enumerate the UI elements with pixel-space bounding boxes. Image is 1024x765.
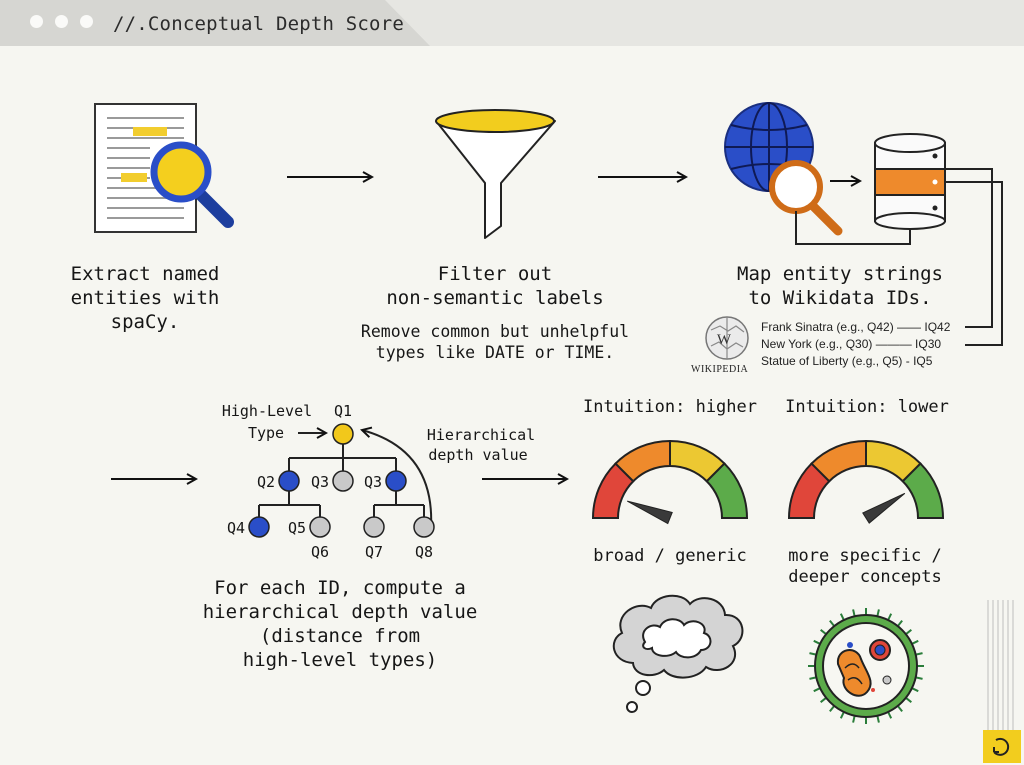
step2-description-line1: Remove common but unhelpful: [360, 322, 630, 341]
gauge-higher-caption: broad / generic: [593, 546, 747, 566]
step4-title: For each ID, compute a hierarchical dept…: [190, 576, 490, 672]
gauge-lower-caption-line2: deeper concepts: [788, 567, 942, 587]
tab-bar: //.Conceptual Depth Score: [0, 0, 1024, 46]
decorative-lines: [987, 600, 1014, 730]
wikipedia-logo: W: [705, 316, 749, 360]
step2-title-line2: non-semantic labels: [386, 287, 604, 309]
step4-title-line3: (distance from: [259, 625, 421, 647]
tab-title: //.Conceptual Depth Score: [113, 13, 404, 35]
tree-node-q4: [248, 516, 270, 538]
window-dot-close[interactable]: [30, 15, 43, 28]
node-label-q8: Q8: [415, 543, 433, 561]
window-dot-maximize[interactable]: [80, 15, 93, 28]
tree-node-q3b: [385, 470, 407, 492]
step3-title-line1: Map entity strings: [737, 263, 943, 285]
corner-refresh-icon[interactable]: [983, 730, 1021, 763]
node-label-q2: Q2: [257, 473, 275, 491]
node-label-q6: Q6: [311, 543, 329, 561]
wikidata-examples: Frank Sinatra (e.g., Q42) —— IQ42 New Yo…: [761, 319, 950, 370]
step4-title-line2: hierarchical depth value: [202, 601, 478, 623]
node-label-q4: Q4: [227, 519, 245, 537]
tree-node-q7: [363, 516, 385, 538]
hierarchy-tree-icon: Q1 Q2 Q3 Q3 Q4 Q5 Q6 Q7 Q8 High-Level Ty…: [222, 402, 535, 561]
gauge-lower-caption: more specific / deeper concepts: [765, 546, 965, 588]
gauge-needle: [626, 500, 673, 525]
depth-label-2: depth value: [428, 446, 527, 464]
step2-description: Remove common but unhelpful types like D…: [345, 321, 645, 363]
gauge-lower-caption-line1: more specific /: [788, 546, 942, 566]
step1-title-line2: entities with: [70, 287, 220, 309]
node-label-q7: Q7: [365, 543, 383, 561]
node-label-q5: Q5: [288, 519, 306, 537]
globe-database-icon: [724, 102, 1003, 346]
step3-title-line2: to Wikidata IDs.: [748, 287, 932, 309]
high-level-label-1: High-Level: [222, 402, 312, 420]
svg-text:W: W: [717, 332, 732, 348]
tree-node-q8: [413, 516, 435, 538]
tree-node-q5: [309, 516, 331, 538]
node-label-q3a: Q3: [311, 473, 329, 491]
tab-active[interactable]: //.Conceptual Depth Score: [0, 0, 430, 46]
step2-description-line2: types like DATE or TIME.: [375, 343, 615, 362]
step3-title: Map entity strings to Wikidata IDs.: [720, 262, 960, 310]
thought-cloud-icon: [612, 594, 744, 713]
wikidata-example-3: Statue of Liberty (e.g., Q5) - IQ5: [761, 354, 933, 368]
step4-title-line4: high-level types): [242, 649, 438, 671]
wikipedia-wordmark: WIKIPEDIA: [691, 364, 749, 375]
gauge-higher: [591, 439, 749, 525]
tree-node-q2: [278, 470, 300, 492]
high-level-label-2: Type: [248, 424, 284, 442]
wikidata-example-2: New York (e.g., Q30) ——— IQ30: [761, 337, 942, 351]
gauge-needle: [862, 492, 906, 524]
gauge-lower-heading: Intuition: lower: [785, 397, 949, 417]
depth-label-1: Hierarchical: [427, 426, 535, 444]
diagram-canvas: W: [0, 46, 1024, 765]
gauge-segment: [901, 462, 945, 519]
cell-microbe-icon: [808, 608, 924, 724]
window-controls: [30, 15, 93, 28]
step4-title-line1: For each ID, compute a: [214, 577, 466, 599]
node-label-q3b: Q3: [364, 473, 382, 491]
step1-title-line1: Extract named: [70, 263, 220, 285]
funnel-icon: [435, 109, 556, 239]
gauge-higher-heading: Intuition: higher: [583, 397, 757, 417]
window-dot-minimize[interactable]: [55, 15, 68, 28]
step1-title-line3: spaCy.: [110, 311, 180, 333]
gauge-segment: [705, 462, 749, 519]
tree-node-q1: [332, 423, 354, 445]
wikidata-example-1: Frank Sinatra (e.g., Q42) —— IQ42: [761, 320, 951, 334]
document-magnifier-icon: [94, 103, 234, 233]
step1-title: Extract named entities with spaCy.: [60, 262, 230, 334]
step2-title: Filter out non-semantic labels: [380, 262, 610, 310]
gauge-lower: [787, 439, 945, 524]
step2-title-line1: Filter out: [437, 263, 553, 285]
tree-node-q3a: [332, 470, 354, 492]
node-label-q1: Q1: [334, 402, 352, 420]
